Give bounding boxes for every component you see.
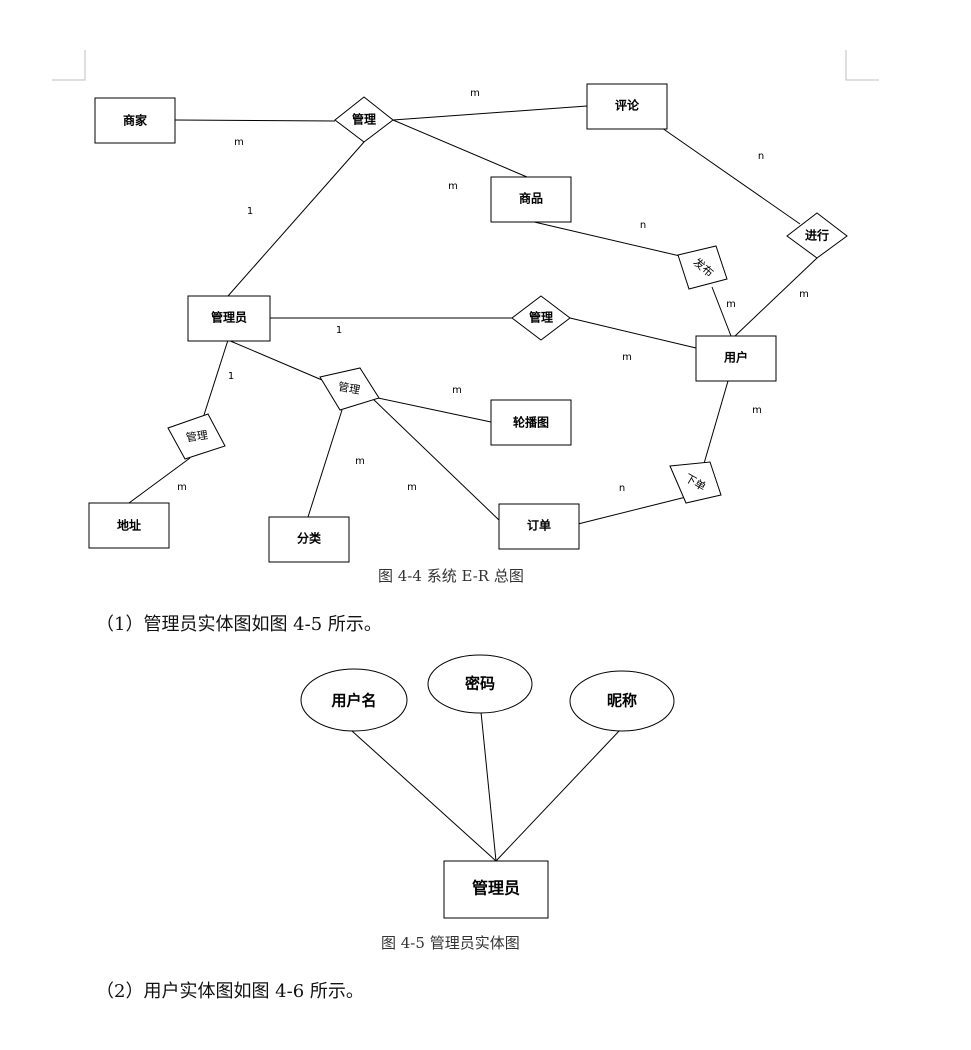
- edge-guanli-pinglun: [392, 105, 588, 121]
- edge-pinglun-jinxing: [661, 127, 801, 225]
- entity-label: 管理员: [211, 310, 247, 325]
- edge-guanliyuan-guanli-center: [227, 339, 323, 381]
- edge-guanli-mid-yonghu: [569, 317, 697, 349]
- page-corner-marks: [52, 50, 879, 81]
- entity-box-pinglun: [586, 83, 668, 130]
- relationship-label: 管理: [529, 310, 553, 325]
- attribute-ellipse-username: [300, 668, 408, 732]
- entity-box-lunbotu: [490, 399, 572, 446]
- edge-nickname-admin: [495, 729, 621, 862]
- cardinality-label: 1: [228, 371, 234, 382]
- entity-label: 订单: [527, 518, 551, 533]
- cardinality-label: m: [752, 405, 762, 416]
- edge-guanliyuan-guanli-left: [203, 339, 229, 416]
- figure-caption-er: 图 4-4 系统 E-R 总图: [378, 567, 524, 585]
- edge-guanli-left-dizhi: [128, 457, 191, 504]
- cardinality-label: 1: [247, 206, 253, 217]
- edge-yonghu-xiadan: [702, 380, 729, 468]
- relationship-label: 管理: [352, 112, 376, 127]
- edge-guanli-shangpin: [392, 119, 528, 178]
- entity-label: 用户: [723, 350, 748, 365]
- edge-shangjia-guanli: [174, 119, 336, 122]
- cardinality-label: m: [622, 352, 632, 363]
- relationship-label: 管理: [337, 379, 361, 397]
- cardinality-label: m: [726, 299, 736, 310]
- cardinality-label: n: [640, 220, 646, 231]
- entity-label: 商品: [519, 191, 543, 206]
- paragraph-admin-intro: （1）管理员实体图如图 4-5 所示。: [96, 614, 382, 635]
- cardinality-label: m: [355, 456, 365, 467]
- edge-guanli-center-fenlei: [307, 409, 343, 518]
- entity-label: 评论: [615, 98, 640, 113]
- relationship-diamond-guanli-mid: [511, 295, 571, 341]
- cardinality-label: 1: [336, 325, 342, 336]
- edge-shangpin-fabu: [529, 220, 681, 257]
- paragraph-user-intro: （2）用户实体图如图 4-6 所示。: [96, 981, 364, 1002]
- cardinality-label: n: [619, 483, 625, 494]
- entity-box-shangpin: [490, 176, 572, 223]
- entity-box-fenlei: [268, 516, 350, 563]
- relationship-diamond-guanli-left: [167, 413, 226, 460]
- edge-guanli-center-lunbotu: [377, 397, 492, 423]
- edge-jinxing-yonghu: [734, 257, 818, 337]
- entity-label: 轮播图: [513, 415, 549, 430]
- edge-guanli-center-dingdan: [371, 397, 501, 522]
- entity-box-shangjia: [94, 97, 176, 144]
- cardinality-label: m: [448, 181, 458, 192]
- relationship-diamond-jinxing: [786, 212, 848, 259]
- edge-xiadan-dingdan: [577, 496, 687, 525]
- attribute-label: 密码: [465, 675, 495, 693]
- relationship-diamond-guanli-top: [334, 96, 394, 143]
- entity-label: 管理员: [472, 879, 520, 898]
- entity-label: 地址: [117, 518, 141, 533]
- attribute-label: 用户名: [331, 692, 376, 710]
- entity-label: 商家: [123, 113, 148, 128]
- entity-box-dizhi: [88, 502, 170, 549]
- entity-box-yonghu: [695, 335, 777, 382]
- entity-label: 分类: [297, 531, 322, 546]
- relationship-diamond-xiadan: [669, 461, 722, 504]
- figure-caption-admin: 图 4-5 管理员实体图: [381, 934, 520, 952]
- cardinality-label: m: [234, 137, 244, 148]
- cardinality-label: m: [452, 385, 462, 396]
- relationship-diamond-fabu: [677, 245, 728, 290]
- edge-password-admin: [480, 711, 497, 862]
- attribute-ellipse-password: [427, 654, 533, 714]
- cardinality-label: m: [470, 88, 480, 99]
- entity-box-admin: [443, 860, 549, 919]
- cardinality-label: m: [799, 289, 809, 300]
- er-diagram: 商家 评论 商品 管理员 用户 轮播图 地址 分类 订单 管理 进行 发布 管理…: [52, 50, 879, 563]
- edge-fabu-yonghu: [711, 286, 732, 337]
- edge-username-admin: [351, 730, 497, 862]
- attribute-ellipse-nickname: [569, 670, 675, 732]
- entity-box-guanliyuan: [187, 295, 271, 342]
- entity-box-dingdan: [498, 503, 580, 550]
- cardinality-label: n: [758, 151, 764, 162]
- cardinality-label: m: [177, 482, 187, 493]
- relationship-diamond-guanli-center: [319, 367, 380, 411]
- relationship-label: 管理: [185, 428, 209, 445]
- cardinality-label: m: [407, 482, 417, 493]
- attribute-label: 昵称: [607, 692, 637, 710]
- edge-guanli-guanliyuan: [227, 141, 365, 297]
- relationship-label: 进行: [805, 228, 829, 243]
